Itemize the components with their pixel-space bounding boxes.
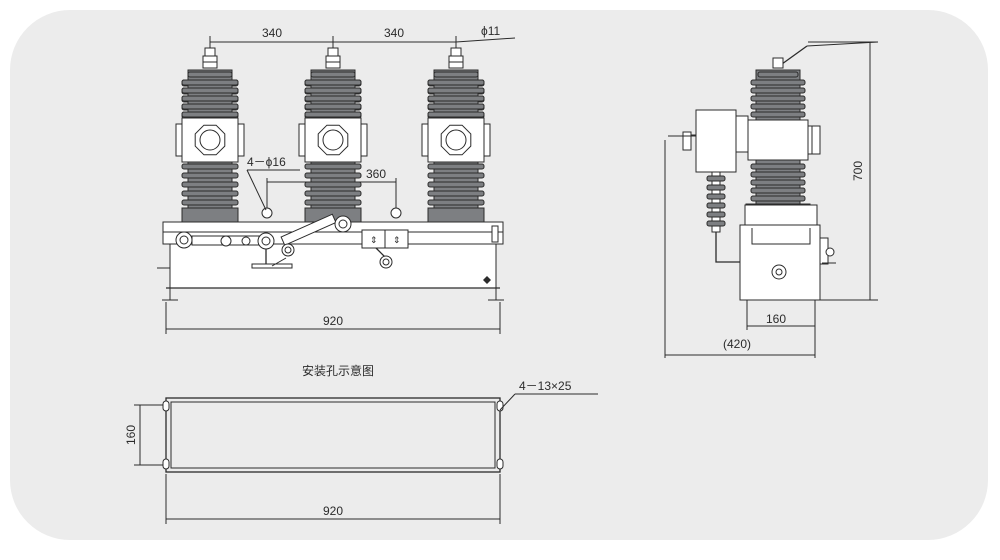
pole-2 bbox=[298, 47, 368, 223]
pole-spacing-right-label: 340 bbox=[384, 26, 404, 40]
terminal-diameter-label: ϕ11 bbox=[481, 24, 501, 38]
bracket-spacing-label: 360 bbox=[366, 167, 386, 181]
overall-width-label: 920 bbox=[323, 314, 343, 328]
pole-spacing-left-label: 340 bbox=[262, 26, 282, 40]
pole-3 bbox=[421, 47, 491, 223]
hole-spec-label: 4－ϕ16 bbox=[247, 155, 286, 169]
slot-spec-label: 4－13×25 bbox=[519, 379, 572, 393]
mounting-plan-title: 安装孔示意图 bbox=[302, 363, 374, 378]
front-view: 340 340 ϕ11 bbox=[157, 24, 516, 334]
depth-label: (420) bbox=[723, 337, 751, 351]
plan-depth-label: 160 bbox=[124, 425, 138, 445]
height-label: 700 bbox=[851, 161, 865, 181]
side-insulator bbox=[745, 57, 811, 211]
mounting-plan: 安装孔示意图 4－13×25 160 920 bbox=[124, 363, 598, 524]
svg-text:⇕: ⇕ bbox=[393, 235, 401, 245]
pole-group bbox=[175, 47, 491, 223]
plan-width-label: 920 bbox=[323, 504, 343, 518]
operating-linkage: ⇕ ⇕ bbox=[175, 207, 409, 269]
base-frame bbox=[157, 221, 504, 301]
mount-width-label: 160 bbox=[766, 312, 786, 326]
bracket-dimension: 4－ϕ16 360 bbox=[246, 155, 397, 211]
pole-1 bbox=[175, 47, 245, 223]
svg-text:⇕: ⇕ bbox=[370, 235, 378, 245]
overall-width-dimension: 920 bbox=[165, 302, 501, 334]
side-view: 700 bbox=[664, 41, 879, 358]
ct-insulator bbox=[706, 171, 726, 233]
mounting-slots bbox=[162, 400, 504, 470]
pole-spacing-dimension: 340 340 ϕ11 bbox=[209, 24, 516, 58]
